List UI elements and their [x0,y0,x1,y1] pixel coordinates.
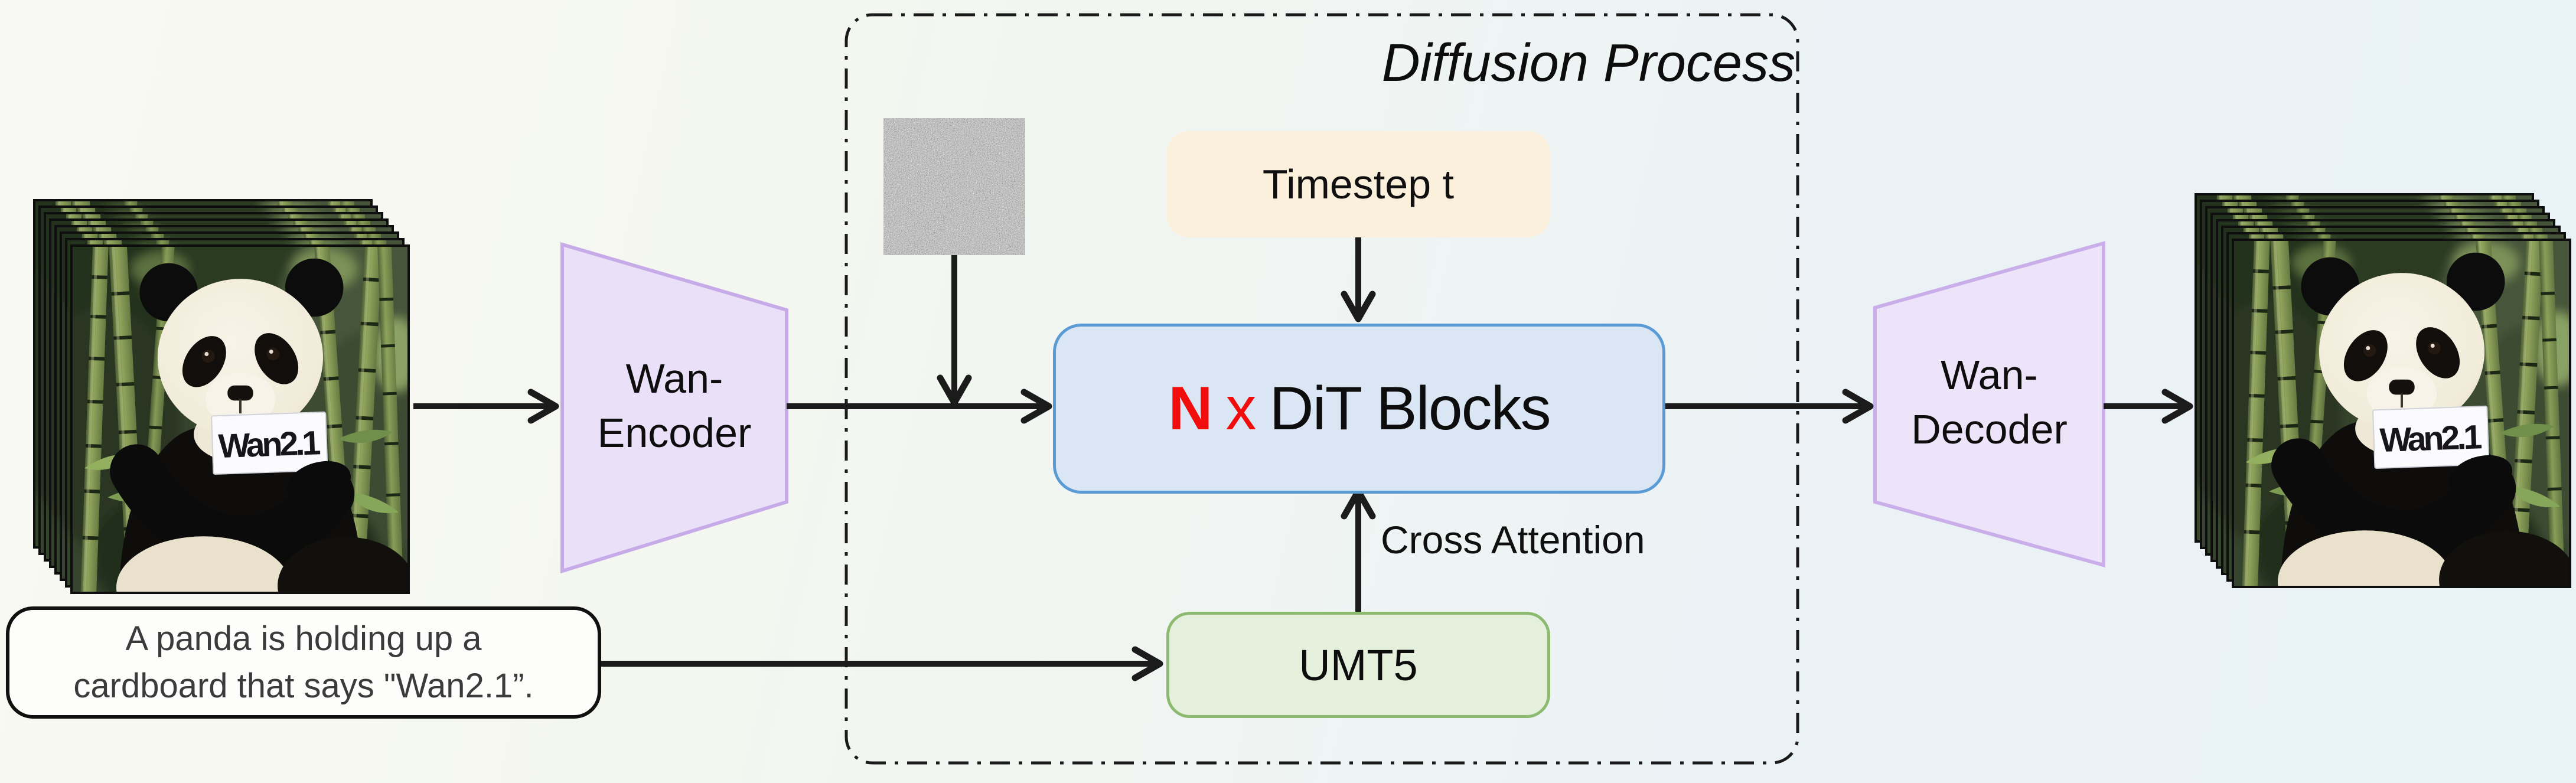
dit-count-symbol: N [1168,374,1212,443]
output-video-frames [2195,193,2575,589]
wan-encoder-line2: Encoder [597,409,752,456]
dit-times-symbol: x [1225,374,1257,443]
prompt-text-box: A panda is holding up a cardboard that s… [6,606,601,719]
umt5-label: UMT5 [1299,640,1418,690]
wan-encoder-line1: Wan- [625,355,723,402]
wan-encoder-label: Wan- Encoder [562,242,787,569]
diffusion-process-title: Diffusion Process [1381,34,1795,93]
wan-decoder-line2: Decoder [1911,406,2068,452]
noise-image [883,118,1025,255]
wan-decoder-label: Wan- Decoder [1875,241,2104,563]
dit-blocks-node: N x DiT Blocks [1053,324,1665,494]
wan-decoder-line1: Wan- [1941,351,2038,398]
timestep-node: Timestep t [1166,131,1550,237]
prompt-line1: A panda is holding up a [125,619,482,658]
video-frame [70,244,410,594]
panda-photo [73,247,407,592]
cross-attention-label: Cross Attention [1381,518,1645,562]
umt5-node: UMT5 [1166,612,1550,718]
wan-encoder-shape [560,242,788,574]
prompt-line2: cardboard that says "Wan2.1”. [73,667,534,705]
dit-blocks-label: DiT Blocks [1269,374,1551,443]
input-video-frames [33,199,414,595]
video-frame [2232,239,2571,588]
diffusion-process-boundary [844,13,1799,765]
timestep-label: Timestep t [1262,161,1455,207]
wan-decoder-shape [1873,241,2105,567]
panda-photo [2234,241,2569,586]
